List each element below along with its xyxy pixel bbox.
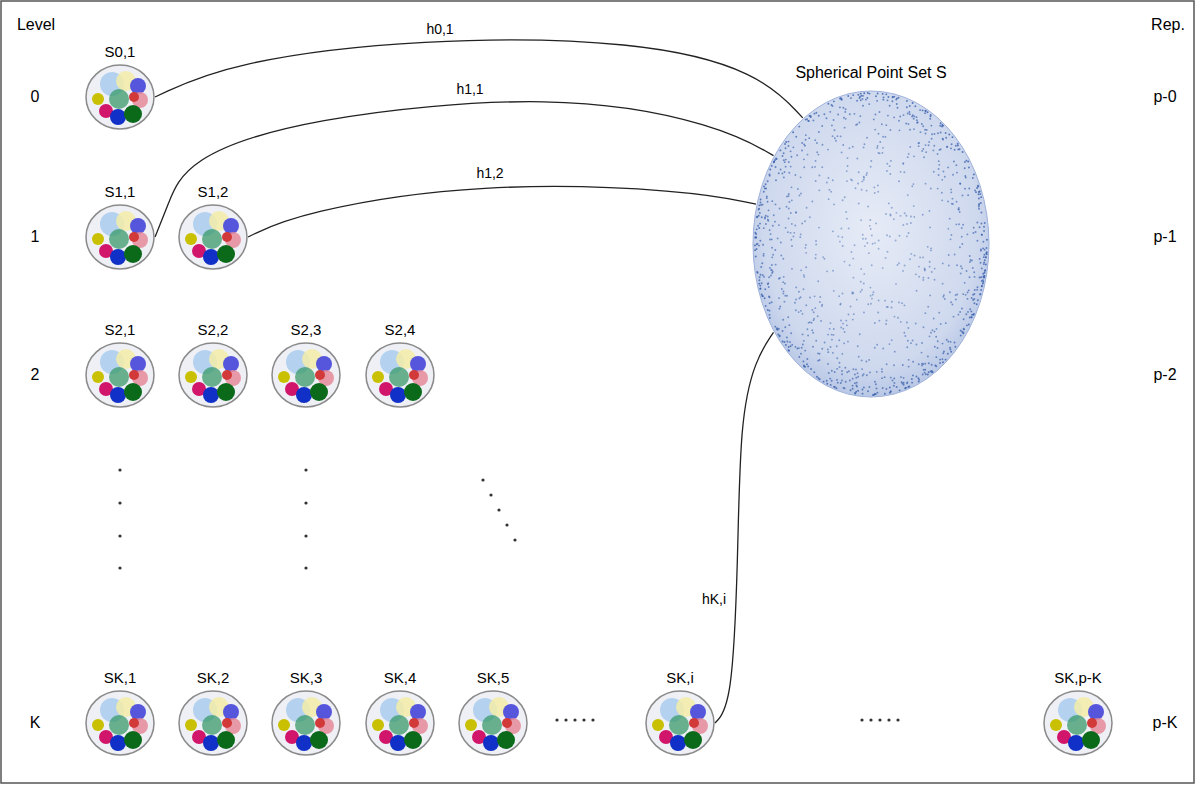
subset-label: SK,3 — [290, 670, 323, 687]
point-set-shape — [271, 690, 341, 756]
point-set-shape — [85, 204, 155, 270]
point-set-node: SK,2 — [178, 690, 248, 756]
level-number: 2 — [31, 366, 40, 384]
point-set-node: S2,3 — [271, 342, 341, 408]
repetition-value: p-0 — [1153, 88, 1176, 106]
point-set-shape — [1043, 690, 1113, 756]
subset-label: SK,i — [666, 670, 694, 687]
cluster-glyph — [366, 691, 434, 755]
cluster-glyph — [179, 343, 247, 407]
subset-label: SK,1 — [104, 670, 137, 687]
point-set-node: SK,1 — [85, 690, 155, 756]
point-set-shape — [645, 690, 715, 756]
mapping-connector — [248, 187, 756, 237]
mapping-connector — [155, 40, 803, 118]
cluster-glyph — [86, 65, 154, 129]
point-set-node: S1,1 — [85, 204, 155, 270]
mapping-connector — [715, 332, 774, 723]
axis-title: Rep. — [1151, 16, 1185, 34]
point-set-shape — [85, 64, 155, 130]
cluster-glyph — [1044, 691, 1112, 755]
mapping-label: h1,1 — [454, 82, 485, 97]
point-set-node: S2,4 — [365, 342, 435, 408]
point-set-shape — [178, 204, 248, 270]
cluster-glyph — [366, 343, 434, 407]
point-set-shape — [365, 690, 435, 756]
point-set-node: SK,i — [645, 690, 715, 756]
cluster-glyph — [459, 691, 527, 755]
subset-label: SK,p-K — [1054, 670, 1102, 687]
cluster-glyph — [646, 691, 714, 755]
subset-label: S2,2 — [198, 322, 229, 339]
point-set-node: SK,p-K — [1043, 690, 1113, 756]
level-number: 0 — [31, 88, 40, 106]
point-set-shape — [365, 342, 435, 408]
point-set-shape — [178, 690, 248, 756]
point-set-node: S2,2 — [178, 342, 248, 408]
subset-label: S2,4 — [385, 322, 416, 339]
point-set-node: S2,1 — [85, 342, 155, 408]
point-set-node: SK,4 — [365, 690, 435, 756]
point-set-shape — [178, 342, 248, 408]
point-set-shape — [85, 690, 155, 756]
subset-label: S0,1 — [105, 44, 136, 61]
level-number: K — [30, 714, 41, 732]
subset-label: SK,4 — [384, 670, 417, 687]
point-set-node: S0,1 — [85, 64, 155, 130]
level-number: 1 — [31, 228, 40, 246]
repetition-value: p-2 — [1153, 366, 1176, 384]
subset-label: S1,2 — [198, 184, 229, 201]
cluster-glyph — [272, 691, 340, 755]
mapping-connector — [155, 102, 774, 237]
point-set-shape — [458, 690, 528, 756]
subset-label: SK,5 — [477, 670, 510, 687]
mapping-label: hK,i — [700, 592, 728, 607]
repetition-value: p-K — [1153, 714, 1178, 732]
set-title: Spherical Point Set S — [795, 64, 946, 82]
axis-title: Level — [17, 16, 55, 34]
point-set-shape — [85, 342, 155, 408]
subset-label: SK,2 — [197, 670, 230, 687]
sphere-outline — [753, 91, 989, 397]
cluster-glyph — [86, 343, 154, 407]
subset-label: S2,3 — [291, 322, 322, 339]
subset-label: S2,1 — [105, 322, 136, 339]
point-set-node: S1,2 — [178, 204, 248, 270]
point-set-node: SK,5 — [458, 690, 528, 756]
subset-label: S1,1 — [105, 184, 136, 201]
cluster-glyph — [179, 205, 247, 269]
mapping-label: h0,1 — [424, 22, 455, 37]
ellipsis-dots — [118, 468, 899, 721]
cluster-glyph — [272, 343, 340, 407]
point-texture — [754, 92, 988, 396]
spherical-point-set: Spherical Point Set S — [752, 90, 990, 398]
cluster-glyph — [179, 691, 247, 755]
point-set-shape — [271, 342, 341, 408]
point-set-node: SK,3 — [271, 690, 341, 756]
sphere-shape — [752, 90, 990, 398]
cluster-glyph — [86, 691, 154, 755]
mapping-label: h1,2 — [474, 166, 505, 181]
repetition-value: p-1 — [1153, 228, 1176, 246]
cluster-glyph — [86, 205, 154, 269]
